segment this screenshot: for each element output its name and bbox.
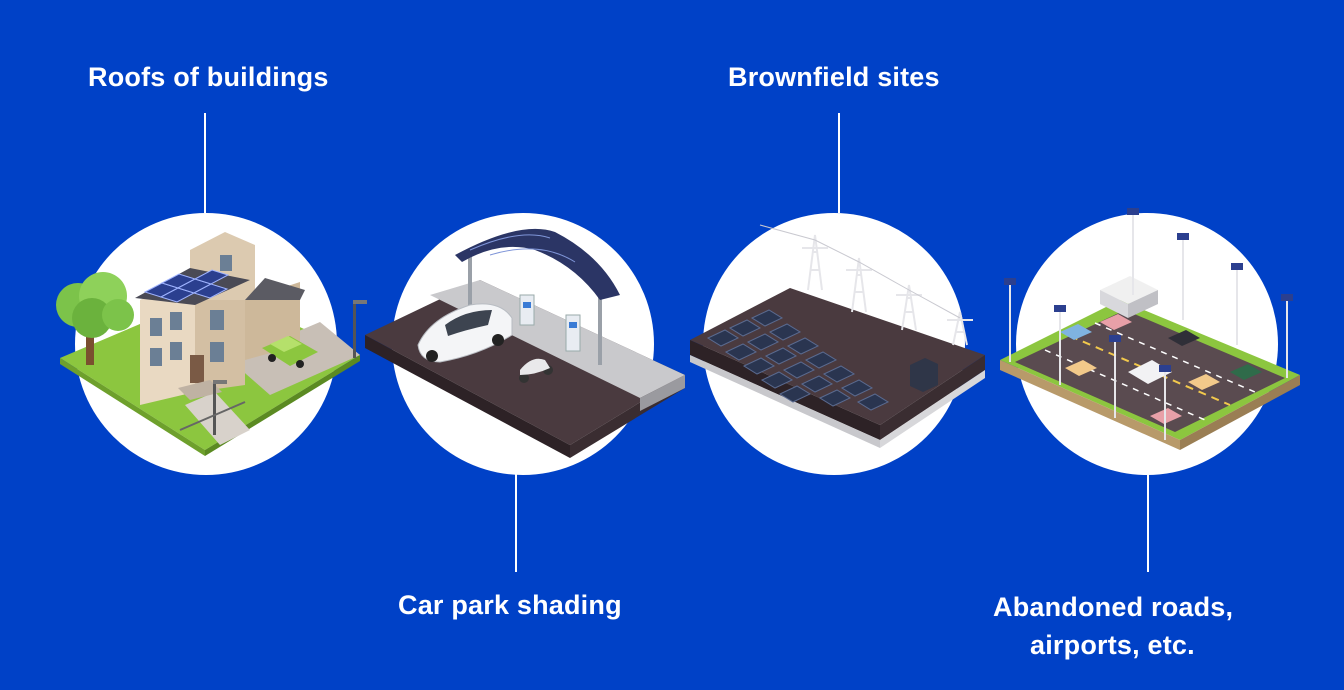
solar-field-with-pylons-icon	[690, 224, 985, 448]
connector-line-roads	[1147, 470, 1149, 572]
house-with-solar-roof-icon	[56, 232, 367, 456]
connector-line-brownfield	[838, 113, 840, 213]
label-abandoned-roads-line1: Abandoned roads,	[993, 592, 1234, 622]
highway-with-solar-lamps-icon	[1000, 208, 1300, 450]
label-brownfield-sites: Brownfield sites	[728, 62, 940, 92]
connector-line-carpark	[515, 470, 517, 572]
label-abandoned-roads-line2: airports, etc.	[1030, 630, 1195, 660]
label-car-park-shading: Car park shading	[398, 590, 622, 620]
carport-with-solar-canopy-icon	[365, 228, 685, 458]
label-roofs-of-buildings: Roofs of buildings	[88, 62, 329, 92]
connector-line-roofs	[204, 113, 206, 213]
